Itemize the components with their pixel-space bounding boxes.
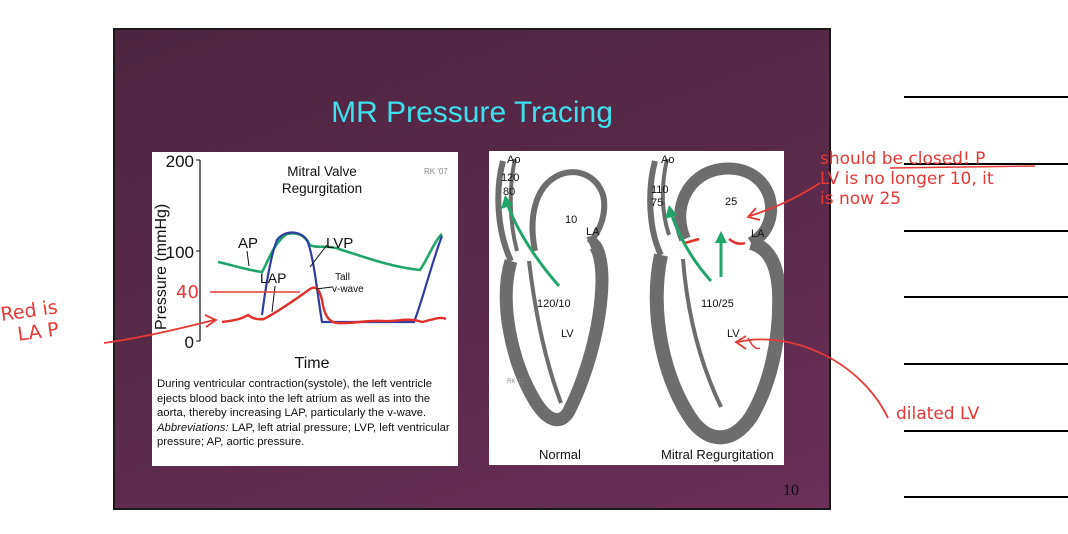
mr-la-label: LA — [751, 228, 765, 240]
normal-ao-label: Ao — [507, 154, 520, 166]
lvp-label: LVP — [326, 235, 353, 252]
ap-curve — [217, 232, 443, 274]
mr-caption: Mitral Regurgitation — [661, 447, 774, 462]
pressure-tracing-panel: 200 100 0 Pressure (mmHg) Time Mitral Va… — [152, 152, 458, 466]
closed-note-line2: LV is no longer 10, it — [820, 169, 994, 189]
mr-lv-pressure: 110/25 — [701, 298, 734, 310]
normal-heart: Ao 120 80 10 LA 120/10 LV RK '11 Normal — [495, 154, 609, 462]
normal-ao-systolic: 120 — [501, 172, 519, 184]
caption-abbr-text: LAP, left atrial pressure; LVP, left ven… — [157, 421, 450, 449]
mr-la-pressure: 25 — [725, 196, 737, 208]
normal-lv-label: LV — [561, 328, 574, 340]
dilated-lv-note: dilated LV — [896, 404, 980, 424]
heart-diagram-panel: Ao 120 80 10 LA 120/10 LV RK '11 Normal … — [489, 151, 787, 465]
y-tick-0: 0 — [185, 333, 194, 352]
closed-note-line1: should be closed! P — [820, 149, 986, 169]
pressure-tracing-figure: 200 100 0 Pressure (mmHg) Time Mitral Va… — [153, 152, 448, 372]
figure-signature: RK '07 — [424, 167, 448, 176]
slide-title: MR Pressure Tracing — [331, 96, 613, 129]
mr-ao-systolic: 110 — [651, 184, 669, 196]
red-is-lap-note: Red is LA P — [0, 296, 62, 348]
mr-heart: Ao 110 75 25 LA 110/25 LV Mitral Regurgi… — [647, 154, 787, 462]
figure-title-line2: Regurgitation — [282, 181, 362, 196]
caption-text: During ventricular contraction(systole),… — [157, 378, 433, 419]
forty-mark: 40 — [176, 282, 199, 303]
figure-caption: During ventricular contraction(systole),… — [157, 377, 457, 450]
slide-page-number: 10 — [783, 482, 799, 499]
mr-ao-diastolic: 75 — [651, 197, 663, 209]
vwave-label: v-wave — [332, 284, 364, 295]
normal-ao-diastolic: 80 — [503, 186, 515, 198]
figure-title-line1: Mitral Valve — [287, 164, 357, 179]
normal-caption: Normal — [539, 447, 581, 462]
ap-label: AP — [238, 235, 258, 252]
closed-note: should be closed! P LV is no longer 10, … — [820, 149, 994, 209]
lap-label: LAP — [260, 270, 286, 286]
heart-diagram-figure: Ao 120 80 10 LA 120/10 LV RK '11 Normal … — [495, 154, 787, 462]
normal-signature: RK '11 — [507, 379, 525, 385]
closed-note-line3: is now 25 — [820, 189, 902, 209]
caption-abbr-label: Abbreviations: — [157, 421, 229, 434]
lap-curve — [221, 286, 447, 325]
normal-la-pressure: 10 — [565, 214, 577, 226]
mr-lv-label: LV — [727, 328, 740, 340]
lvp-curve — [260, 231, 444, 324]
normal-la-label: LA — [586, 226, 600, 238]
y-axis-label: Pressure (mmHg) — [153, 204, 170, 330]
mr-ao-label: Ao — [661, 154, 674, 166]
normal-lv-pressure: 120/10 — [537, 298, 571, 310]
y-tick-100: 100 — [166, 243, 194, 262]
x-axis-label: Time — [295, 355, 330, 372]
tall-label: Tall — [335, 272, 350, 283]
y-tick-200: 200 — [166, 152, 194, 171]
